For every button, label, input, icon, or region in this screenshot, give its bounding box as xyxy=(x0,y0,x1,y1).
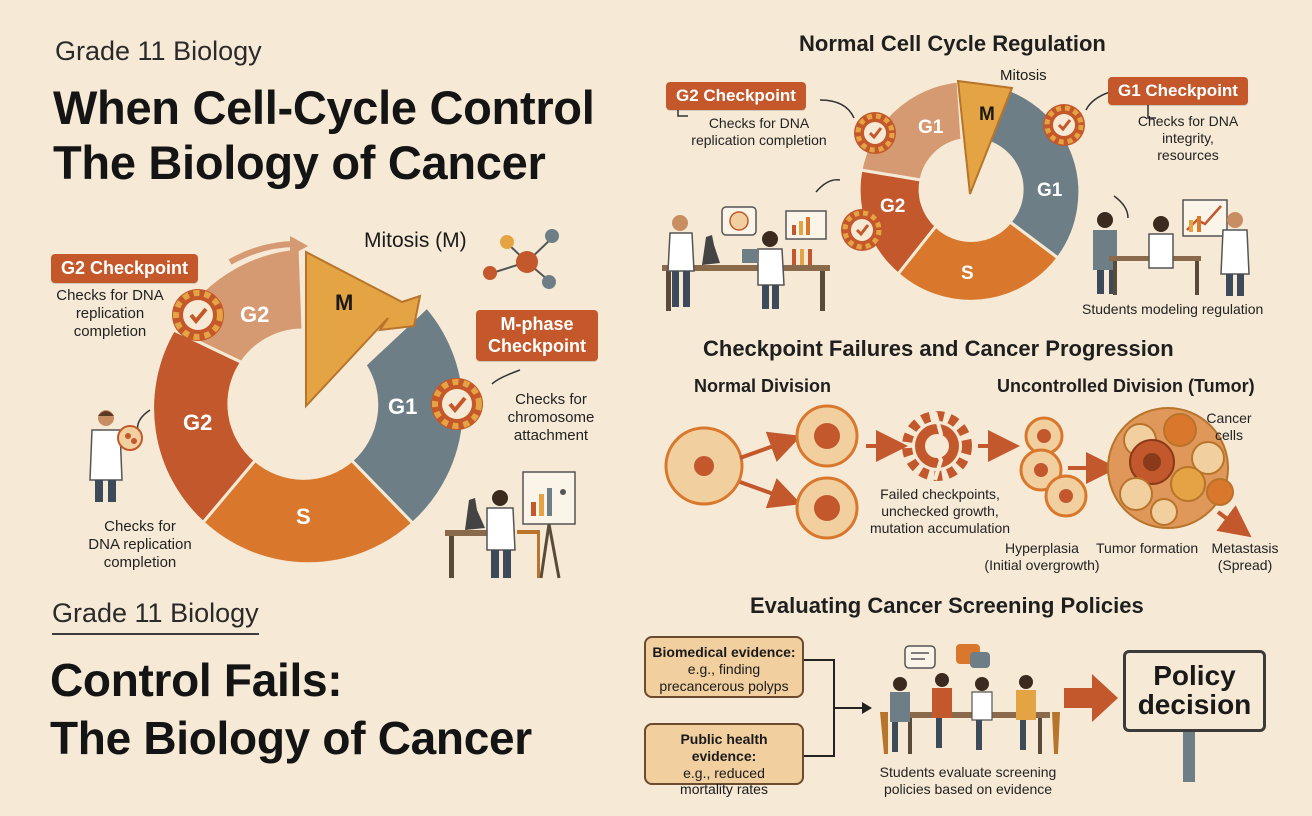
m-checkpoint-gear-icon xyxy=(431,378,483,430)
progression-title: Checkpoint Failures and Cancer Progressi… xyxy=(703,336,1174,361)
reg-g2-lower-gear-icon xyxy=(841,209,883,251)
scientist-figure-left xyxy=(89,410,143,502)
biomedical-evidence-box: Biomedical evidence: e.g., finding preca… xyxy=(644,636,804,698)
reg-phase-m-label: M xyxy=(979,104,995,125)
grade-label-bottom: Grade 11 Biology xyxy=(52,598,259,635)
public-health-evidence-box: Public health evidence: e.g., reduced mo… xyxy=(644,723,804,797)
metastasis-label: Metastasis (Spread) xyxy=(1211,540,1279,573)
screening-diagram xyxy=(804,644,1195,782)
bottom-title: Control Fails: The Biology of Cancer xyxy=(50,652,532,767)
m-checkpoint-connector xyxy=(491,369,521,385)
reg-g1-gear-icon xyxy=(1043,104,1085,146)
left-phase-g1-sector xyxy=(349,304,466,526)
division-arrow-upper xyxy=(739,431,802,462)
left-mitosis-label: Mitosis (M) xyxy=(364,229,467,252)
left-cycle-arrowhead xyxy=(290,236,308,256)
left-cycle-diagram xyxy=(89,229,576,579)
normal-daughter-cell-lower xyxy=(795,476,859,540)
reg-g1-checkpoint-tag: G1 Checkpoint xyxy=(1108,77,1248,105)
reg-phase-g1-left-label: G1 xyxy=(918,117,944,138)
hyperplasia-label: Hyperplasia (Initial overgrowth) xyxy=(984,540,1100,573)
reg-phase-g1-right-label: G1 xyxy=(1037,180,1063,201)
to-policy-arrow xyxy=(1064,674,1118,722)
regulation-title: Normal Cell Cycle Regulation xyxy=(799,31,1106,56)
left-lower-note: Checks for DNA replication completion xyxy=(88,518,192,571)
screening-title: Evaluating Cancer Screening Policies xyxy=(750,593,1144,618)
screening-students-caption: Students evaluate screening policies bas… xyxy=(879,764,1057,797)
reg-phase-s-label: S xyxy=(961,263,974,284)
progression-diagram xyxy=(664,404,1252,540)
reg-g2-gear-icon xyxy=(854,112,896,154)
division-arrow-lower xyxy=(739,478,802,509)
grade-label-top: Grade 11 Biology xyxy=(55,36,262,66)
bottom-title-line2: The Biology of Cancer xyxy=(50,711,532,764)
normal-parent-cell xyxy=(664,426,744,506)
tumor-mass xyxy=(1107,407,1234,529)
molecule-icon xyxy=(483,229,559,289)
reg-phase-g2-label: G2 xyxy=(880,196,906,217)
left-phase-m-label: M xyxy=(335,290,354,315)
reg-students-scene xyxy=(1093,199,1250,296)
cancer-cells-label: Cancer cells xyxy=(1206,410,1252,443)
left-m-checkpoint-tag: M-phase Checkpoint xyxy=(476,310,598,362)
g2-checkpoint-gear-icon xyxy=(172,289,224,341)
failed-checkpoints-note: Failed checkpoints, unchecked growth, mu… xyxy=(869,486,1011,536)
regulation-cycle-diagram xyxy=(662,79,1250,311)
left-phase-g2-top-label: G2 xyxy=(240,302,270,327)
students-discussion-scene xyxy=(880,673,1060,754)
evidence-bracket xyxy=(804,659,866,757)
policy-sign-post xyxy=(1183,730,1195,782)
left-m-checkpoint-note: Checks for chromosome attachment xyxy=(507,391,595,444)
reg-phase-m-wedge xyxy=(956,79,1014,195)
reg-mitosis-label: Mitosis xyxy=(1000,67,1047,84)
normal-daughter-cell-upper xyxy=(795,404,859,468)
reg-phase-s-sector xyxy=(895,219,1061,303)
left-g2-checkpoint-tag: G2 Checkpoint xyxy=(51,254,199,283)
policy-decision-sign: Policy decision xyxy=(1123,650,1266,732)
uncontrolled-division-label: Uncontrolled Division (Tumor) xyxy=(997,376,1255,396)
main-title: When Cell-Cycle Control The Biology of C… xyxy=(53,80,595,191)
left-phase-g2-left-label: G2 xyxy=(183,410,213,435)
speech-bubble-icon-3 xyxy=(970,652,990,668)
left-phase-s-label: S xyxy=(296,504,311,529)
left-phase-g1-label: G1 xyxy=(388,394,418,419)
main-title-line1: When Cell-Cycle Control xyxy=(53,81,595,134)
reg-g1-note: Checks for DNA integrity, resources xyxy=(1137,113,1239,163)
left-g2-checkpoint-note: Checks for DNA replication completion xyxy=(56,287,164,340)
hyperplasia-cells xyxy=(1019,416,1088,518)
speech-bubble-icon-1 xyxy=(904,645,936,669)
reg-lab-scene xyxy=(662,206,830,311)
metastasis-arrow xyxy=(1216,505,1252,538)
reg-phase-g2-sector xyxy=(857,168,939,277)
main-title-line2: The Biology of Cancer xyxy=(53,136,546,190)
normal-division-label: Normal Division xyxy=(694,376,832,396)
microscope-scene xyxy=(445,471,576,579)
reg-g2-note: Checks for DNA replication completion xyxy=(691,115,827,148)
left-cycle-arrow xyxy=(228,241,297,265)
broken-gear-icon xyxy=(902,411,972,481)
left-phase-m-wedge xyxy=(305,250,422,409)
tumor-formation-label: Tumor formation xyxy=(1096,540,1199,556)
reg-g2-checkpoint-tag: G2 Checkpoint xyxy=(666,82,806,110)
bottom-title-line1: Control Fails: xyxy=(50,654,343,706)
reg-students-caption: Students modeling regulation xyxy=(1082,301,1264,317)
left-phase-g2-dark-sector xyxy=(151,328,258,525)
left-phase-s-sector xyxy=(200,458,415,566)
